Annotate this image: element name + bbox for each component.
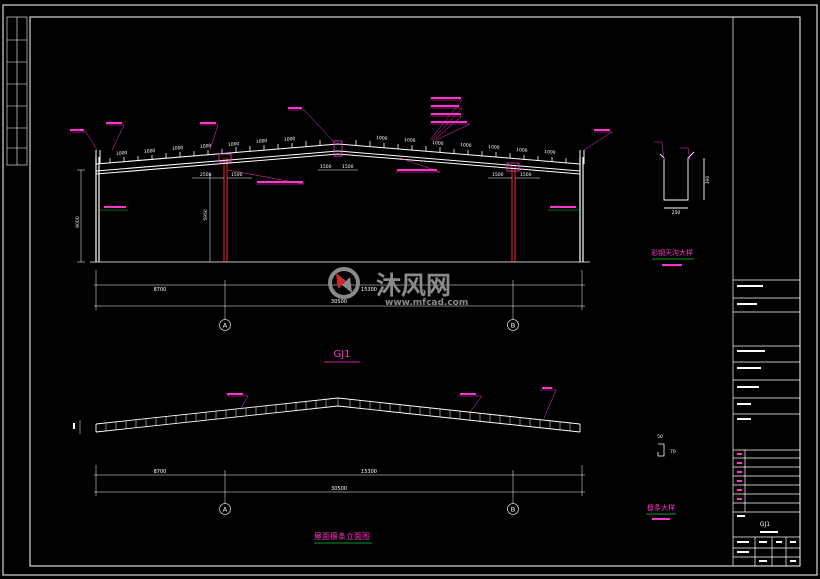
binding-strip xyxy=(6,16,28,166)
gutter-leaders xyxy=(654,141,691,161)
mfcad-logo-icon xyxy=(328,267,360,299)
spacing-label: 1000 xyxy=(172,145,184,152)
spacing-label: 1000 xyxy=(116,150,128,157)
axis-label-b: B xyxy=(511,322,515,330)
spacing-label: 1000 xyxy=(404,137,416,144)
interior-columns xyxy=(223,158,516,262)
elev-dim-15300: 15300 xyxy=(361,469,377,475)
haunch-dimensions xyxy=(192,169,540,179)
dim-6000: 6000 xyxy=(75,216,81,228)
spacing-label: 1000 xyxy=(256,138,268,145)
gutter-dim-250: 250 xyxy=(672,210,681,216)
dim-30500: 30500 xyxy=(331,299,347,305)
elevation-webs xyxy=(105,398,571,431)
sheet-border-inner xyxy=(29,16,801,567)
purlin-detail: 50 70 檩条大样 xyxy=(646,434,676,520)
gutter-dim-300: 300 xyxy=(705,176,711,185)
dim-1500: 1500 xyxy=(231,172,243,178)
spacing-label: 1000 xyxy=(228,141,240,148)
purlin-dim-50: 50 xyxy=(657,434,663,440)
spacing-label: 1000 xyxy=(432,140,444,147)
spacing-label: 1000 xyxy=(488,144,500,151)
spacing-label: 1000 xyxy=(284,136,296,143)
purlin-dim-70: 70 xyxy=(670,449,676,455)
dim-1500: 1500 xyxy=(492,172,504,178)
height-dimensions xyxy=(77,169,211,263)
elevation-title: 屋面檩条立面图 xyxy=(314,531,370,541)
spacing-label: 1000 xyxy=(516,147,528,154)
purlin-section xyxy=(657,443,665,457)
gutter-scale-mark xyxy=(662,264,682,266)
elevation-left-dim-marks xyxy=(73,423,75,429)
ridge-plate xyxy=(333,140,343,157)
parapets xyxy=(95,150,585,164)
elevation-dimensions xyxy=(94,465,585,504)
purlin-spacing-labels: 1000 1000 1000 1000 1000 1000 1000 1000 … xyxy=(116,135,556,157)
dim-1500: 1500 xyxy=(320,164,332,170)
axis-label-a: A xyxy=(223,322,228,330)
spacing-label: 1000 xyxy=(460,142,472,149)
annotation-marks xyxy=(70,97,610,183)
watermark-url: www.mfcad.com xyxy=(385,298,468,308)
spacing-label: 1000 xyxy=(544,149,556,156)
axis-bubble-a xyxy=(219,319,231,331)
purlin-title: 檩条大样 xyxy=(647,503,675,512)
spacing-label: 1000 xyxy=(144,148,156,155)
gutter-section xyxy=(659,151,705,209)
dim-1500: 1500 xyxy=(342,164,354,170)
axis-bubble-b xyxy=(507,319,519,331)
roof-purlins xyxy=(109,140,567,163)
title-block-marks xyxy=(737,285,796,562)
watermark-brand: 沐风网 xyxy=(376,271,451,300)
sheet-border-outer xyxy=(2,4,818,576)
purlin-elevation: 8700 15300 30500 A B 屋面檩条立面图 xyxy=(73,387,585,544)
haunches xyxy=(218,153,520,172)
elevation-leaders xyxy=(226,389,557,419)
dim-15300: 15300 xyxy=(361,287,377,293)
elev-axis-label-b: B xyxy=(511,506,515,514)
dim-1500: 1500 xyxy=(520,172,532,178)
frame-columns xyxy=(95,157,584,262)
annotation-leaders xyxy=(70,99,613,185)
purlin-scale-mark xyxy=(652,518,670,520)
elev-axis-bubble-a xyxy=(219,503,231,515)
watermark: 沐风网 www.mfcad.com xyxy=(328,267,468,308)
elev-axis-bubble-b xyxy=(507,503,519,515)
dim-5950: 5950 xyxy=(203,209,209,221)
elev-dim-8700: 8700 xyxy=(154,469,167,475)
frame-rafters xyxy=(95,143,581,175)
dim-2500: 2500 xyxy=(200,172,212,178)
column-leader-marks xyxy=(104,206,576,208)
elev-dim-30500: 30500 xyxy=(331,486,347,492)
elevation-leader-marks xyxy=(227,387,552,395)
spacing-label: 1000 xyxy=(200,143,212,150)
title-block xyxy=(732,17,800,566)
spacing-label: 1000 xyxy=(376,135,388,142)
title-block-sheet-code: GJ1 xyxy=(760,521,770,528)
frame-title: GJ1 xyxy=(333,349,350,360)
dim-8700: 8700 xyxy=(154,287,167,293)
gutter-title: 彩钢天沟大样 xyxy=(651,248,693,257)
gutter-detail: 300 250 彩钢天沟大样 xyxy=(651,141,711,266)
elev-axis-label-a: A xyxy=(223,506,228,514)
frame-gj1: 1000 1000 1000 1000 1000 1000 1000 1000 … xyxy=(70,97,613,363)
